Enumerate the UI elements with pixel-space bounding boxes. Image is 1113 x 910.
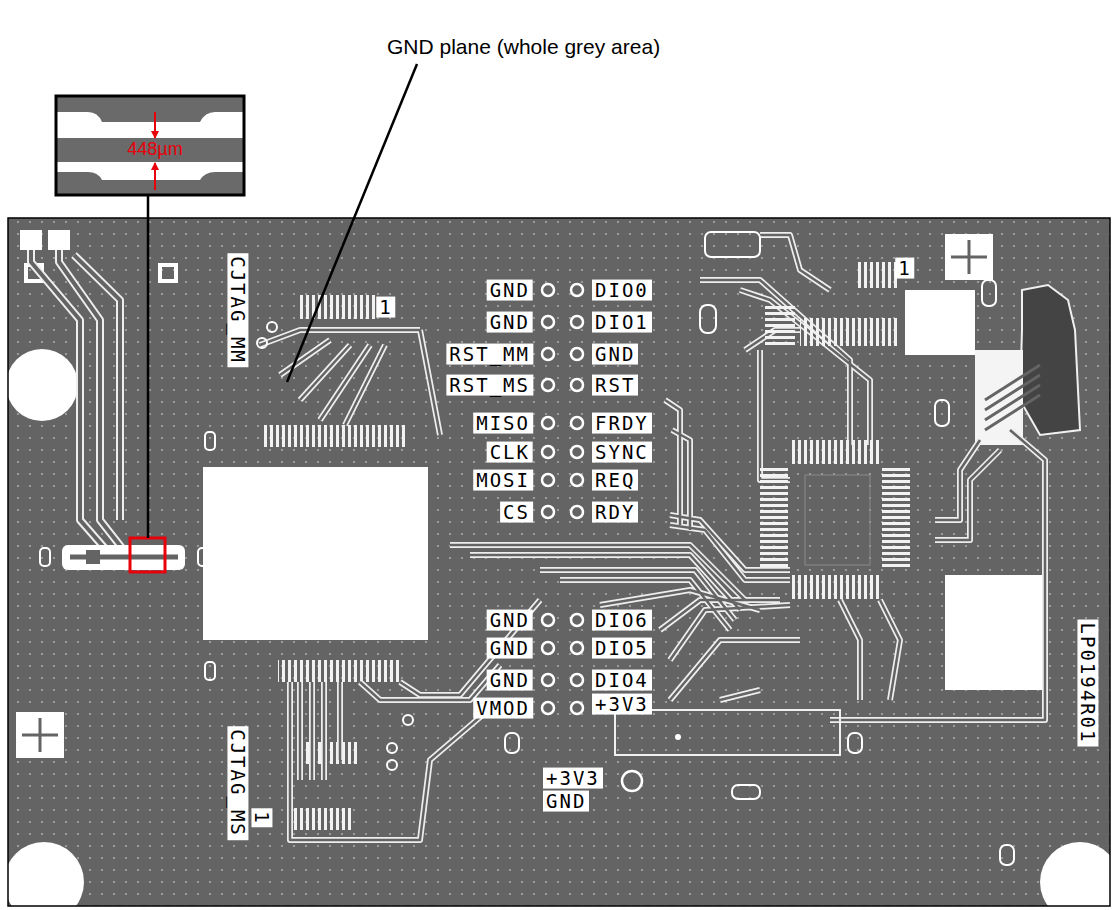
pin-one-mark: 1 xyxy=(252,808,273,827)
signal-name: DIO6 xyxy=(592,610,652,631)
signal-name: CLK xyxy=(487,442,533,463)
signal-name: DIO0 xyxy=(592,280,652,301)
signal-name: GND xyxy=(543,791,589,812)
signal-name: +3V3 xyxy=(543,768,603,789)
signal-name: DIO4 xyxy=(592,670,652,691)
signal-name: SYNC xyxy=(592,442,652,463)
signal-name: RST_MM xyxy=(446,344,533,365)
signal-name: GND xyxy=(592,344,638,365)
signal-name: GND xyxy=(487,638,533,659)
pin-one-mark: 1 xyxy=(376,297,395,318)
signal-name: MOSI xyxy=(473,470,533,491)
signal-name: RST_MS xyxy=(446,375,533,396)
signal-name: VMOD xyxy=(473,698,533,719)
signal-name: RST xyxy=(592,375,638,396)
callout-note: GND plane (whole grey area) xyxy=(387,35,660,58)
signal-name: RDY xyxy=(592,502,638,523)
board-id: LP0194R01 xyxy=(1078,620,1099,747)
part-name: CJTAG_MS xyxy=(228,726,249,840)
signal-name: REQ xyxy=(592,470,638,491)
signal-name: +3V3 xyxy=(592,694,652,715)
pin-one-mark: 1 xyxy=(895,258,914,279)
signal-name: GND xyxy=(487,610,533,631)
part-name: CJTAG_MM xyxy=(228,253,249,367)
signal-name: FRDY xyxy=(592,413,652,434)
signal-name: DIO5 xyxy=(592,638,652,659)
signal-name: GND xyxy=(487,280,533,301)
dimension: 448µm xyxy=(127,140,182,160)
signal-name: GND xyxy=(487,670,533,691)
signal-name: DIO1 xyxy=(592,312,652,333)
signal-name: CS xyxy=(500,502,533,523)
signal-name: MISO xyxy=(473,413,533,434)
signal-name: GND xyxy=(487,312,533,333)
